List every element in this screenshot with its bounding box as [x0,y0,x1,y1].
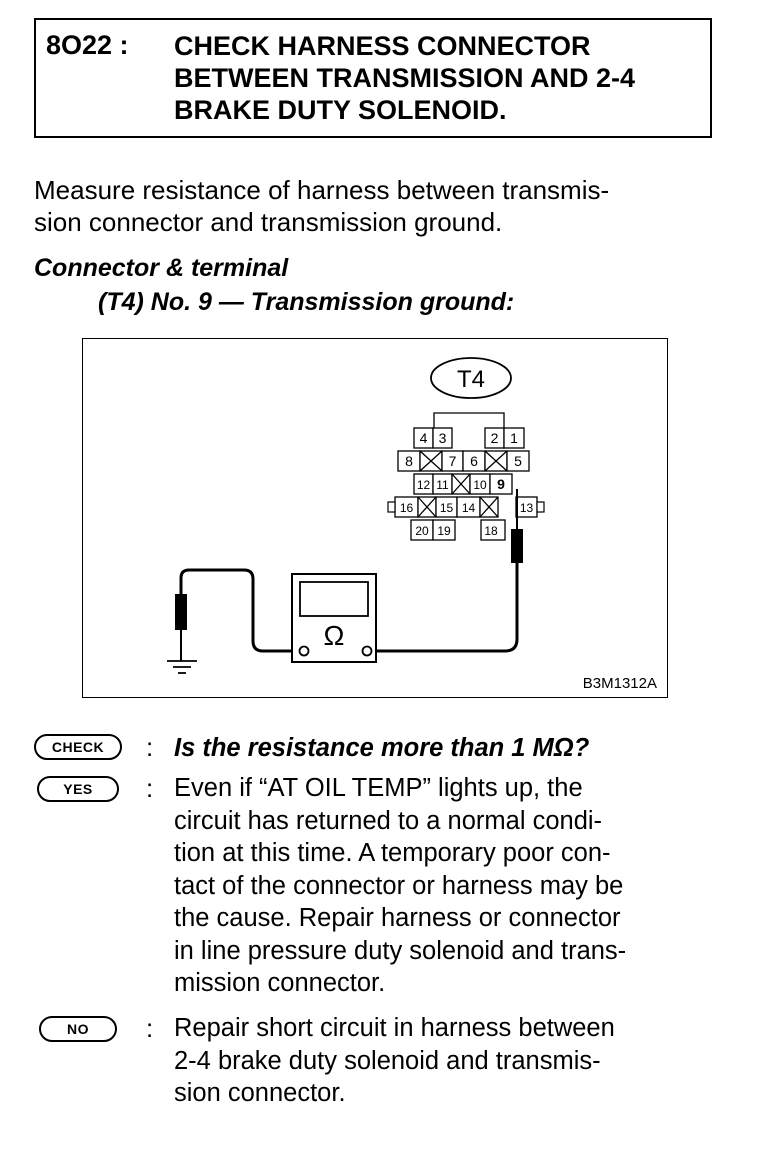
step-title-line: BETWEEN TRANSMISSION AND 2-4 [174,63,636,93]
pin-label: 10 [473,478,487,492]
step-title-line: BRAKE DUTY SOLENOID. [174,95,507,125]
connector-latch [433,412,505,428]
instruction-paragraph: Measure resistance of harness between tr… [34,174,724,238]
pin-label: 15 [440,501,454,515]
wire-to-connector [373,563,519,653]
yes-answer-line: tact of the connector or harness may be [174,871,624,900]
no-answer-line: Repair short circuit in harness between [174,1014,615,1042]
ground-symbol-icon [167,660,197,674]
connector-terminal-detail: (T4) No. 9 — Transmission ground: [98,288,515,316]
no-answer-line: sion connector. [174,1079,346,1107]
pin-label: 6 [470,453,478,469]
wiring-diagram-svg: T4 [167,357,657,692]
no-answer-line: 2-4 brake duty solenoid and transmis- [174,1046,601,1075]
check-badge: CHECK [34,734,122,760]
connector-pin-labels: 4 3 2 1 8 7 6 5 12 11 10 9 16 15 14 13 2… [400,430,534,538]
pin-label: 2 [491,430,499,446]
connector-blank-cavities [417,450,508,518]
probe-left [175,594,187,630]
meter-terminal-left [298,645,310,657]
pin-label: 13 [520,501,534,515]
yes-answer-line: in line pressure duty solenoid and trans… [174,936,627,965]
pin-label: 11 [436,478,449,492]
yes-answer-line: tion at this time. A temporary poor con- [174,839,611,867]
check-question-line: Is the resistance more than 1 MΩ? [174,734,590,762]
yes-colon: : [146,773,154,803]
yes-answer: Even if “AT OIL TEMP” lights up, the cir… [174,772,759,1000]
pin-label: 3 [439,430,447,446]
meter-terminal-right [361,645,373,657]
pin-label: 16 [400,501,414,515]
wire-to-ground [179,568,304,653]
connector-label: T4 [457,366,485,393]
yes-answer-line: mission connector. [174,969,386,997]
step-title-line: CHECK HARNESS CONNECTOR [174,31,591,61]
pin-label: 7 [449,453,457,469]
pin-label: 19 [437,524,451,538]
no-answer: Repair short circuit in harness between … [174,1012,759,1110]
connector-tab-left [387,501,396,513]
instruction-line: Measure resistance of harness between tr… [34,175,610,205]
ohm-symbol: Ω [324,620,345,651]
pin-label: 14 [462,501,476,515]
yes-answer-line: the cause. Repair harness or connector [174,904,621,932]
connector-label-ellipse [430,357,512,399]
pin-label: 20 [415,524,429,538]
pin-label: 4 [420,430,428,446]
wiring-diagram: T4 [82,338,668,698]
step-header-box: 8O22 : CHECK HARNESS CONNECTOR BETWEEN T… [34,18,712,138]
connector-tab-right [536,501,545,513]
yes-answer-line: circuit has returned to a normal condi- [174,806,603,835]
connector-terminal-heading: Connector & terminal [34,254,289,282]
yes-badge: YES [37,776,119,802]
pin-label: 18 [484,524,498,538]
instruction-line: sion connector and transmission ground. [34,207,503,237]
step-code: 8O22 : [46,30,129,60]
yes-answer-line: Even if “AT OIL TEMP” lights up, the [174,774,583,802]
check-colon: : [146,732,154,762]
step-title: CHECK HARNESS CONNECTOR BETWEEN TRANSMIS… [174,30,635,126]
pin-label: 9 [497,476,505,492]
pin-label: 1 [510,430,518,446]
pin-label: 12 [417,478,431,492]
check-question: Is the resistance more than 1 MΩ? [174,732,759,765]
figure-code: B3M1312A [583,675,657,692]
ohmmeter-display [299,581,369,617]
pin-label: 5 [514,453,522,469]
pin-label: 8 [405,453,413,469]
probe-right [511,529,523,563]
no-colon: : [146,1013,154,1043]
no-badge: NO [39,1016,117,1042]
